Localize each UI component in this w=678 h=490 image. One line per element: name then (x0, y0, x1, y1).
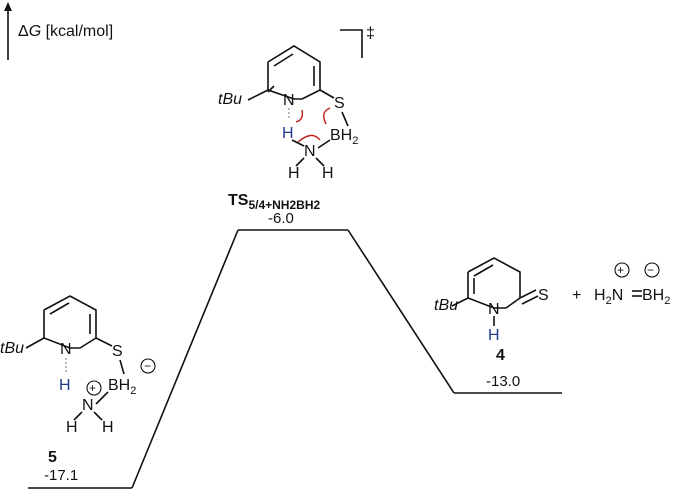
prod4-n-atom: N (488, 301, 500, 318)
connector-int5-ts (131, 229, 239, 489)
plus-sign: + (572, 287, 581, 304)
axis-label: ΔG [kcal/mol] (18, 23, 113, 40)
ts-amine-n: N (304, 143, 316, 160)
svg-text:+: + (89, 381, 96, 395)
int5-structure: N tBu S BH2 − H + N H H (0, 295, 156, 436)
svg-text:+: + (617, 263, 624, 277)
ts-s-atom: S (334, 95, 345, 112)
svg-text:−: − (647, 263, 654, 277)
int5-n-atom: N (60, 341, 72, 358)
prod4-structure: N tBu S H (434, 257, 549, 344)
connector-ts-prod4 (347, 229, 455, 394)
svg-text:H: H (102, 419, 114, 436)
label-ts: TS5/4+NH2BH2 (228, 192, 320, 212)
prod4-tbu: tBu (434, 297, 458, 314)
ts-structure: N tBu S BH2 H N H H ‡ (218, 25, 375, 182)
int5-tbu: tBu (0, 340, 24, 357)
energy-ts: -6.0 (268, 210, 294, 227)
label-int5: 5 (48, 449, 57, 466)
ts-b-atom: BH2 (330, 127, 358, 147)
y-axis: ΔG [kcal/mol] (4, 2, 113, 60)
ts-transferring-h: H (282, 125, 294, 142)
svg-text:H: H (322, 165, 334, 182)
prod4-nh-h: H (488, 327, 500, 344)
energy-levels (28, 229, 562, 489)
aminoborane-structure: + H2N + BH2 − (572, 262, 670, 307)
aminoborane-b: BH2 (642, 287, 670, 307)
int5-bridging-h: H (59, 377, 71, 394)
int5-b-atom: BH2 (108, 377, 136, 397)
svg-text:−: − (144, 359, 151, 373)
svg-text:H: H (288, 165, 300, 182)
energy-int5: -17.1 (44, 467, 78, 484)
svg-text:H: H (66, 419, 78, 436)
ts-dagger: ‡ (366, 25, 375, 42)
energy-prod4: -13.0 (486, 373, 520, 390)
ts-tbu: tBu (218, 91, 242, 108)
label-prod4: 4 (496, 347, 505, 364)
int5-amine-n: N (82, 397, 94, 414)
int5-s-atom: S (112, 343, 123, 360)
prod4-s-atom: S (538, 287, 549, 304)
aminoborane-n: H2N (594, 287, 623, 307)
ts-n-atom: N (283, 92, 295, 109)
